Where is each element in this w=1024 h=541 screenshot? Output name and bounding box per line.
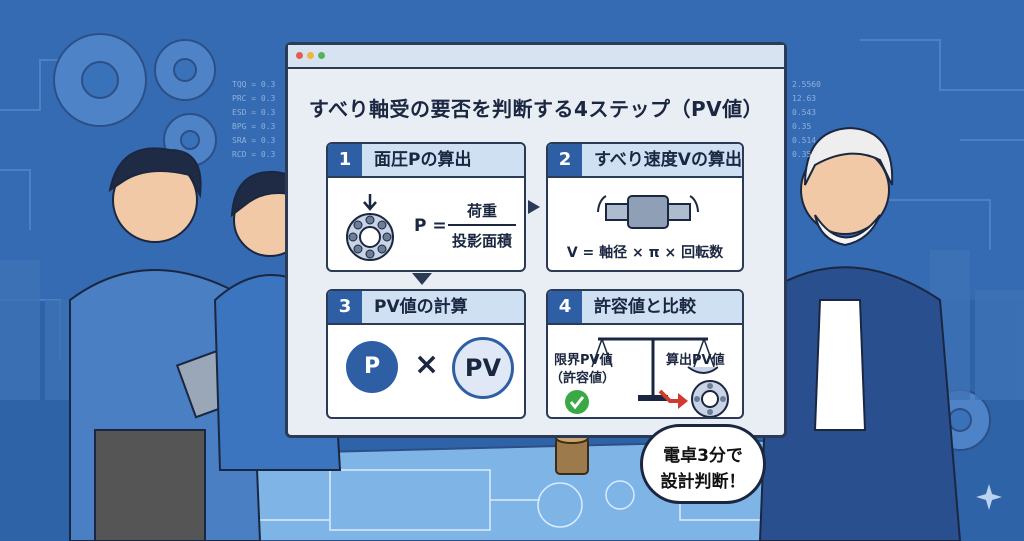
symbol-p: P <box>346 341 398 393</box>
step-number: 3 <box>328 291 362 323</box>
flow-arrows <box>412 200 540 285</box>
engineer-man <box>69 147 278 541</box>
step-title: すべり速度Vの算出 <box>594 150 742 170</box>
step-1-panel: 1 面圧Pの算出 P = 荷重 投影面積 <box>326 142 526 272</box>
window-maximize-icon[interactable] <box>318 52 325 59</box>
speech-line-1: 電卓3分で <box>663 446 743 466</box>
step-title: 許容値と比較 <box>594 297 696 317</box>
sparkle-icon <box>976 484 1002 510</box>
step-title: PV値の計算 <box>374 297 468 317</box>
red-arrow-icon <box>658 389 688 409</box>
step-1-header: 1 面圧Pの算出 <box>328 144 524 178</box>
calc-pv-label: 算出PV値 <box>666 353 725 368</box>
step-3-header: 3 PV値の計算 <box>328 291 524 325</box>
presentation-board: すべり軸受の要否を判断する4ステップ（PV値） 1 面圧Pの算出 P = 荷重 … <box>285 42 787 438</box>
formula-numerator: 荷重 <box>466 202 497 220</box>
symbol-pv: PV <box>452 337 514 399</box>
fraction-bar <box>448 224 516 226</box>
balance-scale-icon <box>591 337 718 401</box>
step-3-panel: 3 PV値の計算 P × PV <box>326 289 526 419</box>
step-number: 2 <box>548 144 582 176</box>
step-title: 面圧Pの算出 <box>374 150 472 170</box>
window-minimize-icon[interactable] <box>307 52 314 59</box>
formula-denominator: 投影面積 <box>451 232 512 250</box>
limit-pv-label: 限界PV値 <box>554 353 613 368</box>
step-2-panel: 2 すべり速度Vの算出 V = 軸径 × π × 回転数 <box>546 142 744 272</box>
formula-lhs: P = <box>414 216 447 236</box>
allowable-label: （許容値） <box>550 371 616 386</box>
speech-line-2: 設計判断！ <box>660 472 746 492</box>
senior-engineer <box>698 126 962 541</box>
bearing-icon <box>346 194 394 261</box>
velocity-formula: V = 軸径 × π × 回転数 <box>566 245 724 261</box>
step-4-header: 4 許容値と比較 <box>548 291 742 325</box>
step-4-panel: 4 許容値と比較 限界PV値 （許容値） 算出PV値 <box>546 289 744 419</box>
shaft-icon <box>597 195 699 229</box>
window-titlebar <box>288 45 784 69</box>
bearing-icon <box>691 380 729 417</box>
step-2-header: 2 すべり速度Vの算出 <box>548 144 742 178</box>
board-title: すべり軸受の要否を判断する4ステップ（PV値） <box>308 97 764 121</box>
step-number: 1 <box>328 144 362 176</box>
check-icon <box>565 390 589 414</box>
times-sign: × <box>414 347 440 382</box>
step-number: 4 <box>548 291 582 323</box>
speech-bubble: 電卓3分で 設計判断！ <box>640 424 766 504</box>
window-close-icon[interactable] <box>296 52 303 59</box>
